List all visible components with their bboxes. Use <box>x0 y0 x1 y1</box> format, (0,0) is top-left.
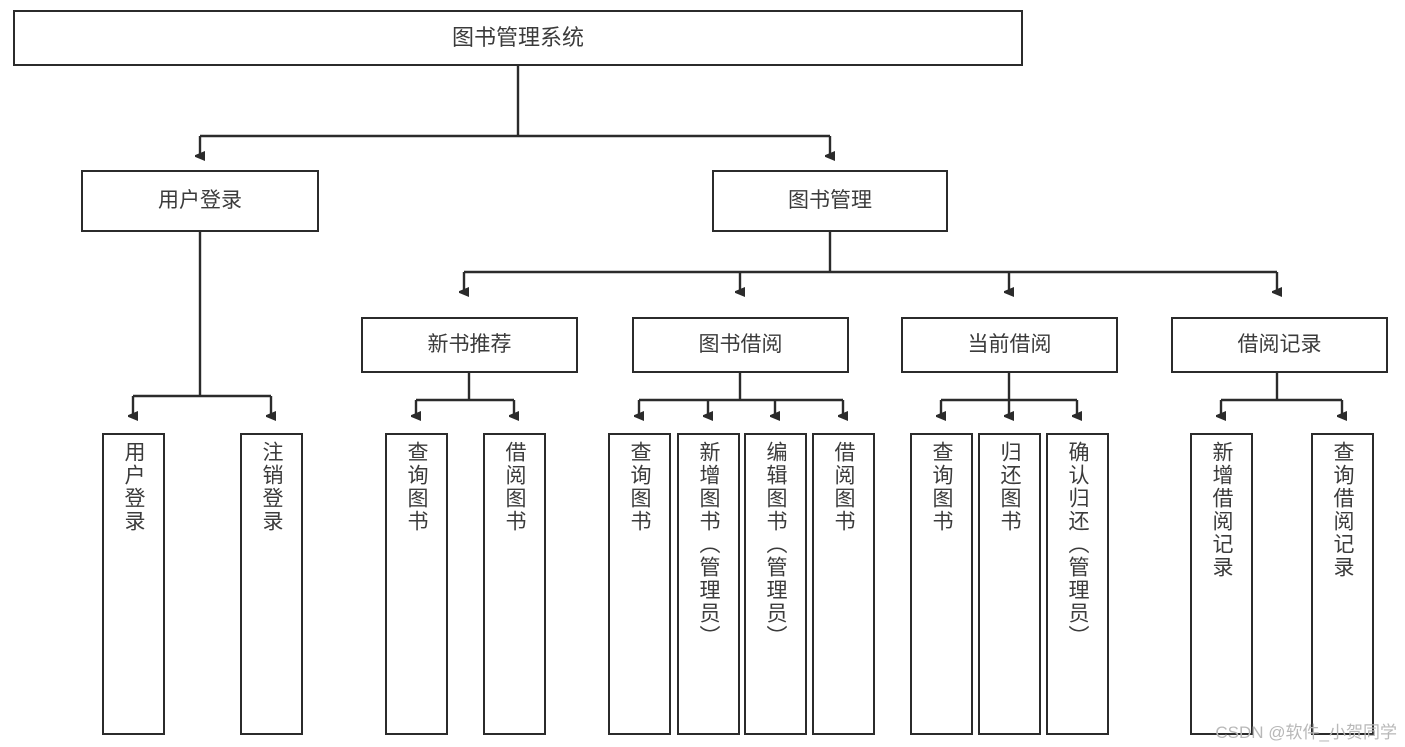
node-book-manage-label: 图书管理 <box>788 188 872 212</box>
leaf-borrow-book-1[interactable]: 借阅图书 <box>483 433 546 735</box>
leaf-borrow-book-2[interactable]: 借阅图书 <box>812 433 875 735</box>
node-borrow-record[interactable]: 借阅记录 <box>1171 317 1388 373</box>
node-new-book-recommend[interactable]: 新书推荐 <box>361 317 578 373</box>
leaf-query-book-2-label: 查询图书 <box>628 441 651 533</box>
leaf-add-record[interactable]: 新增借阅记录 <box>1190 433 1253 735</box>
leaf-confirm-return[interactable]: 确认归还（管理员） <box>1046 433 1109 735</box>
node-user-login[interactable]: 用户登录 <box>81 170 319 232</box>
leaf-return-book[interactable]: 归还图书 <box>978 433 1041 735</box>
leaf-query-record[interactable]: 查询借阅记录 <box>1311 433 1374 735</box>
node-new-book-recommend-label: 新书推荐 <box>427 332 512 356</box>
leaf-return-book-label: 归还图书 <box>998 441 1021 533</box>
leaf-query-book-1-label: 查询图书 <box>405 441 428 533</box>
leaf-user-login[interactable]: 用户登录 <box>102 433 165 735</box>
node-book-borrow[interactable]: 图书借阅 <box>632 317 849 373</box>
leaf-confirm-return-label: 确认归还（管理员） <box>1066 441 1089 648</box>
leaf-query-book-3[interactable]: 查询图书 <box>910 433 973 735</box>
leaf-user-login-label: 用户登录 <box>122 441 145 533</box>
node-current-borrow[interactable]: 当前借阅 <box>901 317 1118 373</box>
leaf-borrow-book-1-label: 借阅图书 <box>503 441 526 533</box>
leaf-query-record-label: 查询借阅记录 <box>1331 441 1354 579</box>
leaf-logout[interactable]: 注销登录 <box>240 433 303 735</box>
node-root[interactable]: 图书管理系统 <box>13 10 1023 66</box>
node-borrow-record-label: 借阅记录 <box>1237 332 1322 356</box>
leaf-add-book-label: 新增图书（管理员） <box>697 441 720 648</box>
leaf-query-book-3-label: 查询图书 <box>930 441 953 533</box>
leaf-query-book-1[interactable]: 查询图书 <box>385 433 448 735</box>
leaf-query-book-2[interactable]: 查询图书 <box>608 433 671 735</box>
leaf-logout-label: 注销登录 <box>260 441 283 533</box>
node-book-manage[interactable]: 图书管理 <box>712 170 948 232</box>
node-user-login-label: 用户登录 <box>158 188 242 212</box>
node-current-borrow-label: 当前借阅 <box>967 332 1052 356</box>
leaf-edit-book[interactable]: 编辑图书（管理员） <box>744 433 807 735</box>
leaf-edit-book-label: 编辑图书（管理员） <box>764 441 787 648</box>
node-root-label: 图书管理系统 <box>451 25 584 51</box>
leaf-add-book[interactable]: 新增图书（管理员） <box>677 433 740 735</box>
leaf-add-record-label: 新增借阅记录 <box>1210 441 1233 579</box>
leaf-borrow-book-2-label: 借阅图书 <box>832 441 855 533</box>
watermark-text: CSDN @软件_小贺同学 <box>1215 723 1397 742</box>
node-book-borrow-label: 图书借阅 <box>698 332 783 356</box>
